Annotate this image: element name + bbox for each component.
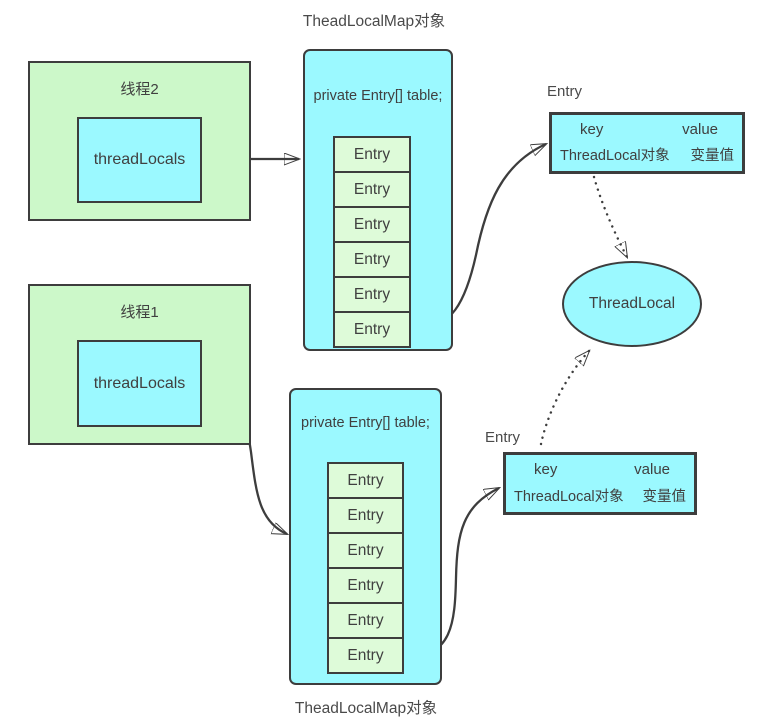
thread2-threadlocals-label: threadLocals <box>93 151 186 168</box>
entry-cell: Entry <box>327 532 404 569</box>
entry-table-top-header-row: key value <box>552 121 742 138</box>
map-top-title: TheadLocalMap对象 <box>302 13 446 30</box>
entry-cell: Entry <box>333 311 411 348</box>
key-header: key <box>534 461 558 479</box>
map-bottom-entry-stack: Entry Entry Entry Entry Entry Entry <box>327 462 404 674</box>
entry-table-bottom-label: Entry <box>485 429 521 446</box>
key-cell: ThreadLocal对象 <box>560 148 670 164</box>
entry-cell: Entry <box>327 637 404 674</box>
entry-table-bottom: key value ThreadLocal对象 变量值 <box>503 452 697 515</box>
entry-cell: Entry <box>333 136 411 173</box>
entry-cell: Entry <box>333 276 411 313</box>
entry-table-top-label: Entry <box>547 83 583 100</box>
map-top-declaration: private Entry[] table; <box>313 88 443 104</box>
dotted-arrow-entry-bottom-to-threadlocal <box>539 351 589 446</box>
entry-cell: Entry <box>333 241 411 278</box>
map-top-entry-stack: Entry Entry Entry Entry Entry Entry <box>333 136 411 348</box>
key-header: key <box>580 121 604 138</box>
value-header: value <box>634 461 670 479</box>
entry-table-top: key value ThreadLocal对象 变量值 <box>549 112 745 174</box>
key-cell: ThreadLocal对象 <box>514 488 624 505</box>
entry-cell: Entry <box>327 462 404 499</box>
thread1-threadlocals-box: threadLocals <box>77 340 202 427</box>
map-bottom-declaration: private Entry[] table; <box>301 415 430 431</box>
entry-table-top-value-row: ThreadLocal对象 变量值 <box>552 144 742 165</box>
threadlocal-ellipse: ThreadLocal <box>562 261 702 347</box>
entry-cell: Entry <box>333 171 411 208</box>
entry-cell: Entry <box>327 602 404 639</box>
thread2-label: 线程2 <box>120 81 159 98</box>
value-cell: 变量值 <box>690 148 735 164</box>
value-cell: 变量值 <box>642 488 687 505</box>
value-header: value <box>682 121 718 138</box>
entry-table-bottom-header-row: key value <box>506 461 694 478</box>
thread1-label: 线程1 <box>120 304 159 321</box>
threadlocal-ellipse-label: ThreadLocal <box>588 295 676 312</box>
entry-cell: Entry <box>333 206 411 243</box>
dotted-arrow-entry-top-to-threadlocal <box>592 175 629 257</box>
thread2-threadlocals-box: threadLocals <box>77 117 202 203</box>
entry-table-bottom-value-row: ThreadLocal对象 变量值 <box>506 485 694 506</box>
entry-cell: Entry <box>327 567 404 604</box>
thread1-threadlocals-label: threadLocals <box>93 374 186 392</box>
map-bottom-title: TheadLocalMap对象 <box>294 700 438 717</box>
entry-cell: Entry <box>327 497 404 534</box>
